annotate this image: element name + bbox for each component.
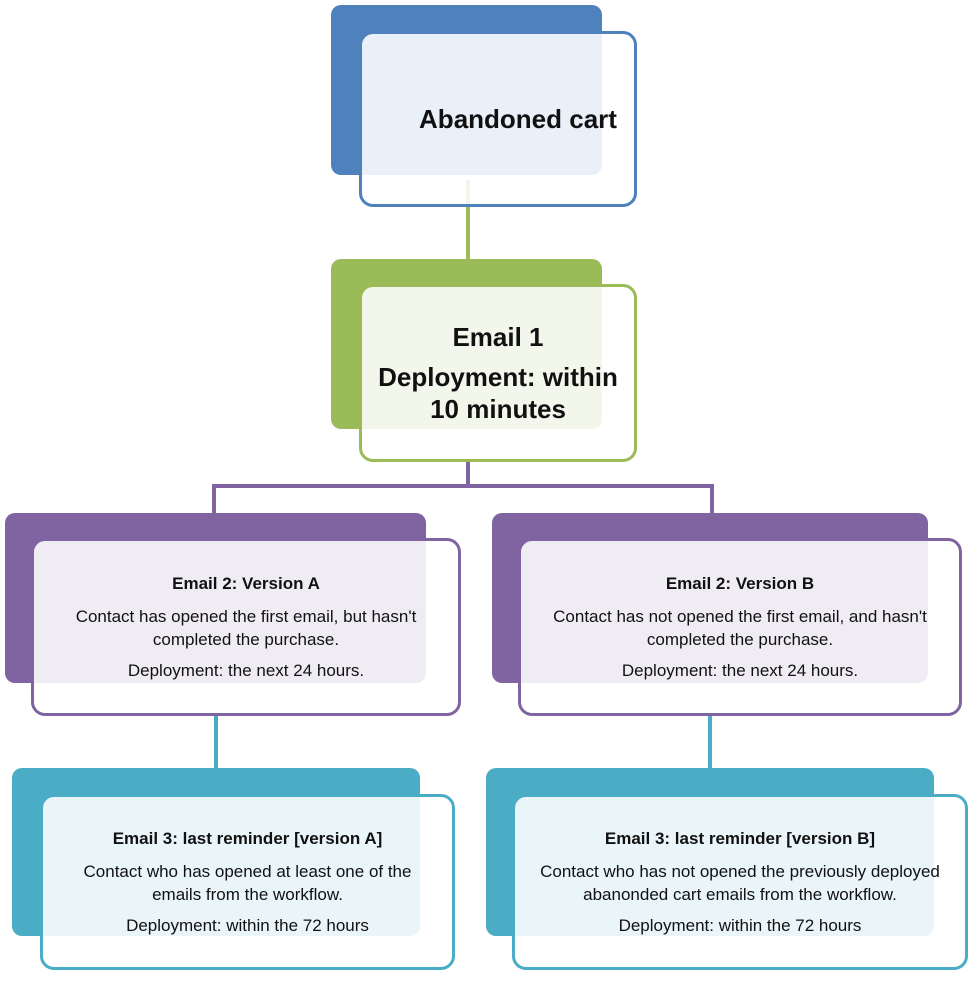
connector-email1-down bbox=[466, 460, 470, 486]
connector-cart-to-email1 bbox=[466, 180, 470, 260]
node-title: Email 3: last reminder [version A] bbox=[112, 828, 383, 848]
connector-branch-horizontal bbox=[212, 484, 714, 488]
node-deployment: Deployment: within 10 minutes bbox=[378, 362, 618, 424]
node-condition: Contact has not opened the first email, … bbox=[553, 606, 927, 649]
node-email2a: Email 2: Version A Contact has opened th… bbox=[31, 538, 461, 716]
node-deployment: Deployment: the next 24 hours. bbox=[621, 660, 859, 680]
node-title: Abandoned cart bbox=[419, 104, 617, 134]
node-title: Email 2: Version A bbox=[172, 573, 320, 593]
node-email2b: Email 2: Version B Contact has not opene… bbox=[518, 538, 962, 716]
node-deployment: Deployment: within the 72 hours bbox=[126, 915, 369, 935]
node-condition: Contact has opened the first email, but … bbox=[75, 606, 417, 649]
node-email3a: Email 3: last reminder [version A] Conta… bbox=[40, 794, 455, 970]
connector-email2b-to-email3b bbox=[708, 714, 712, 768]
connector-email2a-to-email3a bbox=[214, 714, 218, 768]
node-title: Email 1 bbox=[452, 322, 544, 352]
node-email3b: Email 3: last reminder [version B] Conta… bbox=[512, 794, 968, 970]
connector-branch-right bbox=[710, 484, 714, 514]
node-title: Email 2: Version B bbox=[665, 573, 815, 593]
node-deployment: Deployment: within the 72 hours bbox=[618, 915, 862, 935]
connector-branch-left bbox=[212, 484, 216, 514]
node-email1: Email 1 Deployment: within 10 minutes bbox=[359, 284, 637, 462]
node-deployment: Deployment: the next 24 hours. bbox=[127, 660, 365, 680]
node-condition: Contact who has not opened the previousl… bbox=[540, 861, 940, 904]
node-condition: Contact who has opened at least one of t… bbox=[83, 861, 412, 904]
node-title: Email 3: last reminder [version B] bbox=[604, 828, 876, 848]
node-abandoned-cart: Abandoned cart bbox=[359, 31, 637, 207]
